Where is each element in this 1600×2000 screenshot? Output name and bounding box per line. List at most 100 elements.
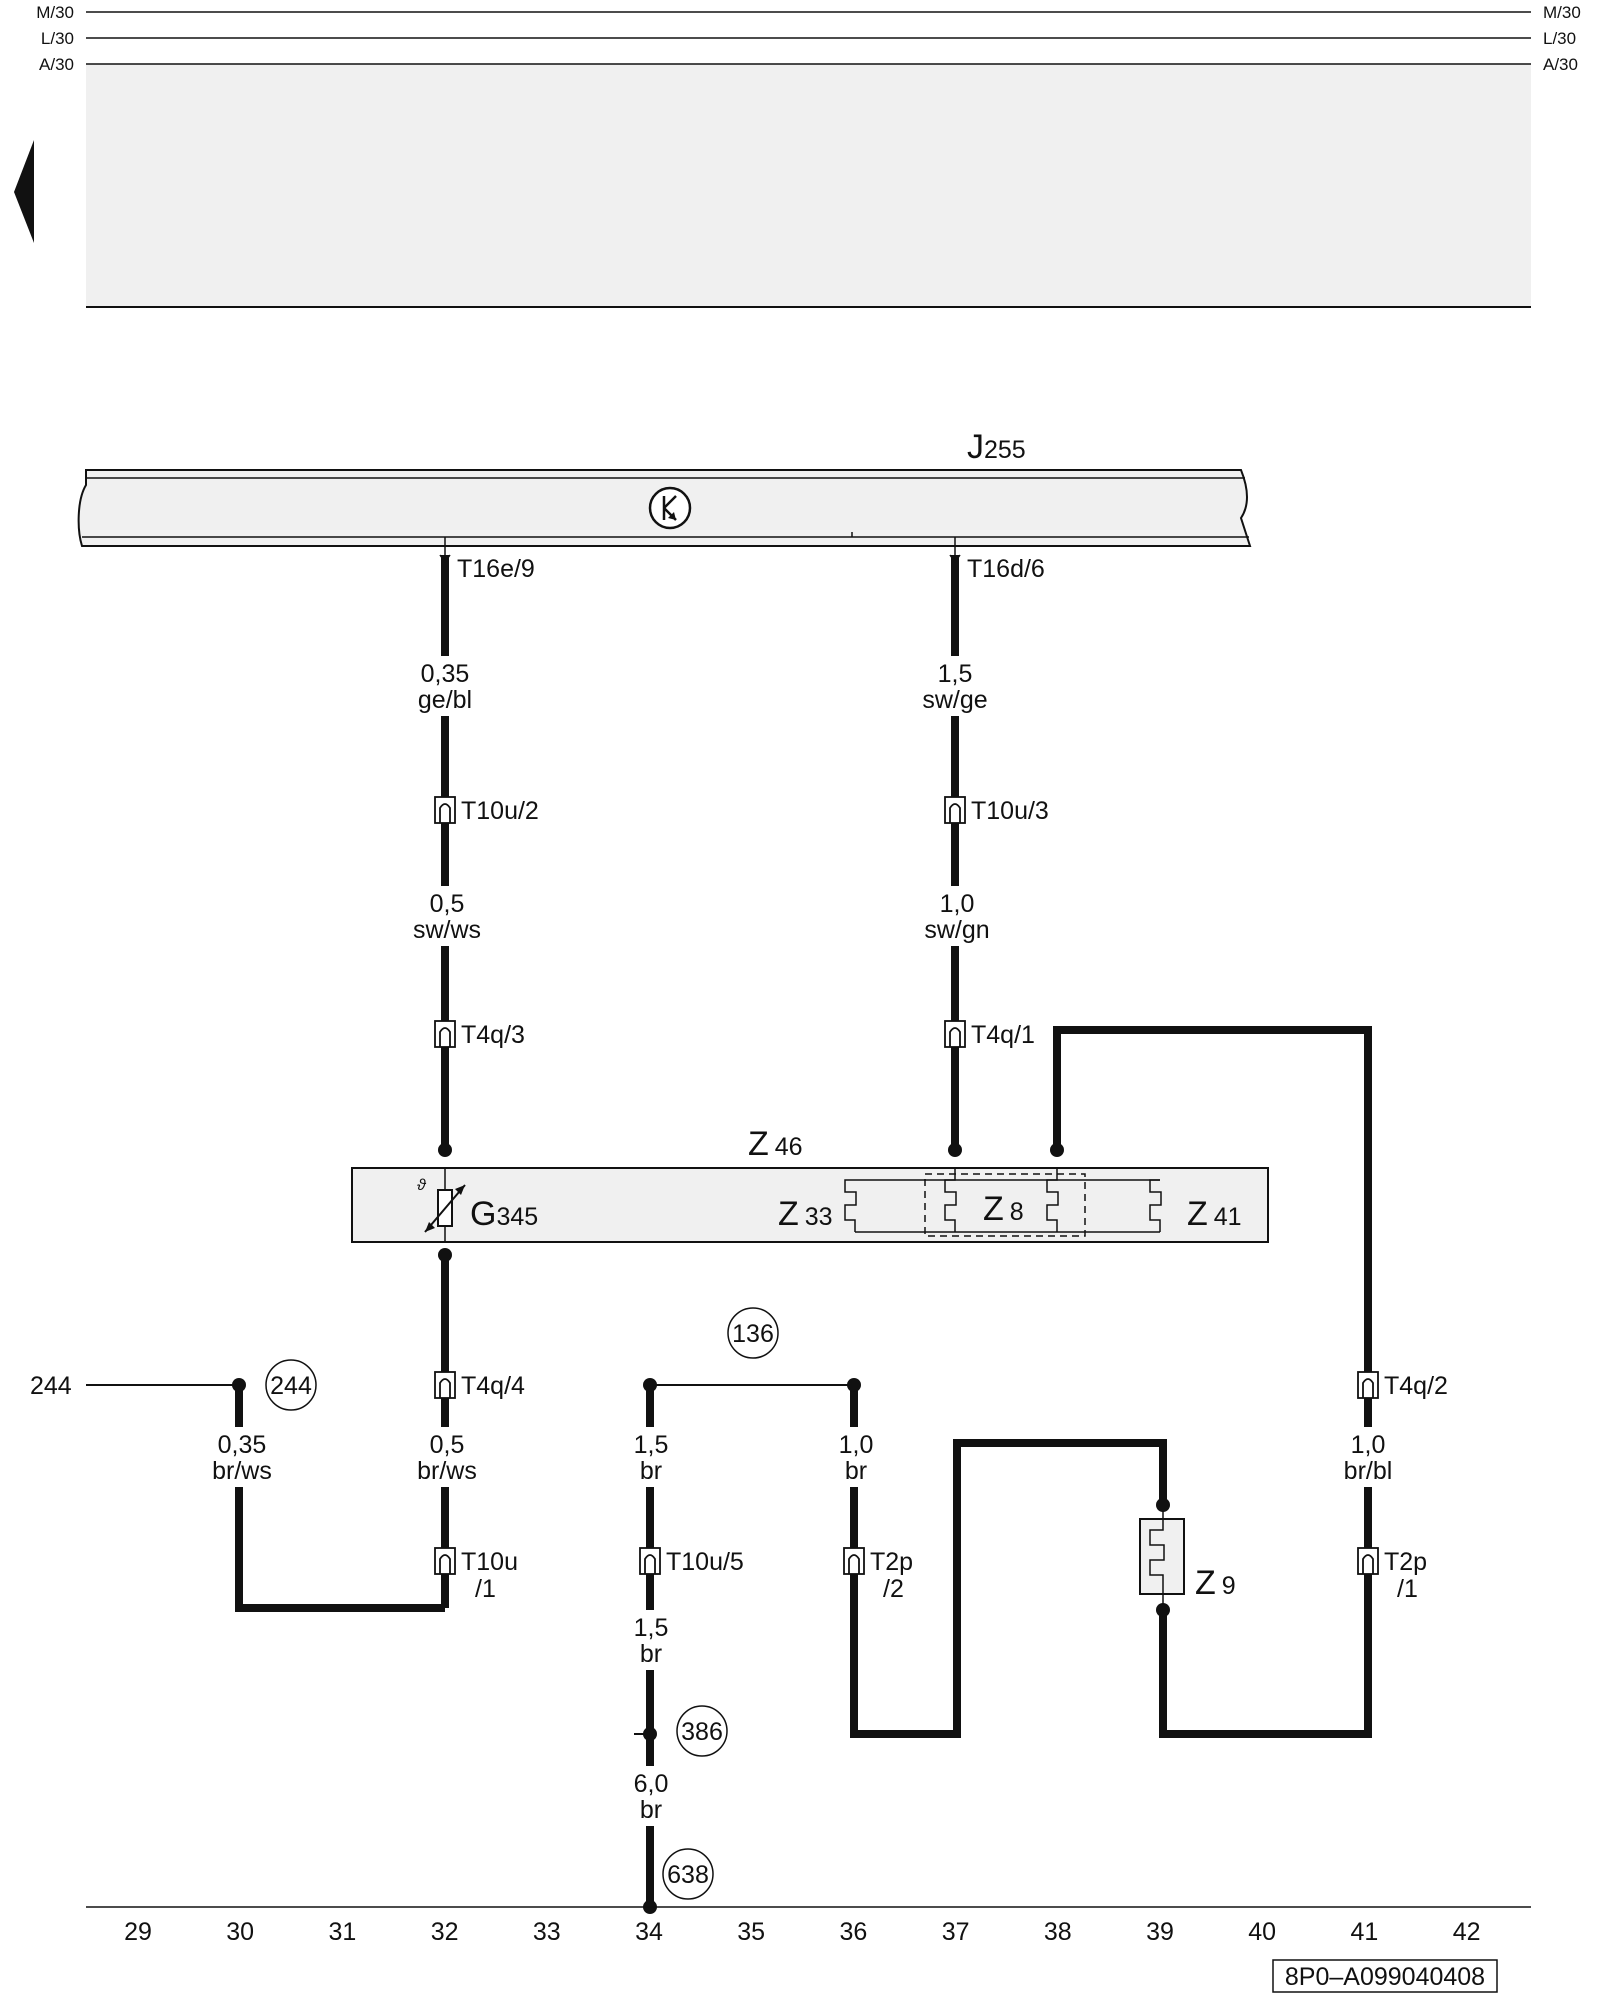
wire-label-bg bbox=[918, 886, 992, 946]
wire-color-w8: br bbox=[845, 1457, 867, 1485]
junction-dot bbox=[438, 1143, 452, 1157]
connector-icon bbox=[434, 1020, 456, 1048]
wire-color-w1: ge/bl bbox=[418, 686, 472, 714]
connector-label-t4q2: T4q/2 bbox=[1384, 1372, 1448, 1400]
connector-icon bbox=[639, 1547, 661, 1575]
connector-label-t4q1: T4q/1 bbox=[971, 1021, 1035, 1049]
z46-letter: Z bbox=[748, 1125, 769, 1163]
z33-heater-icon bbox=[844, 1179, 857, 1232]
rail-label-l30-right: L/30 bbox=[1543, 29, 1576, 48]
column-number: 32 bbox=[431, 1918, 459, 1946]
connector-label-t2p2-b: /2 bbox=[883, 1575, 904, 1603]
connector-label-t4q3: T4q/3 bbox=[461, 1021, 525, 1049]
control-unit-j255: J255 bbox=[77, 428, 1252, 547]
junction-dot bbox=[948, 1143, 962, 1157]
wire-label-bg bbox=[1338, 1427, 1400, 1487]
column-number: 29 bbox=[124, 1918, 152, 1946]
wire-color-w4: sw/gn bbox=[924, 916, 989, 944]
connector-label-t4q4: T4q/4 bbox=[461, 1372, 525, 1400]
wire-size-w2: 1,5 bbox=[938, 660, 973, 688]
wire-color-w9: br/bl bbox=[1344, 1457, 1393, 1485]
wire-label-bg bbox=[408, 656, 482, 716]
wire-label-bg bbox=[406, 1427, 484, 1487]
junction-dot bbox=[1050, 1143, 1064, 1157]
ref-number-638: 638 bbox=[667, 1861, 709, 1889]
connector-icon bbox=[944, 1020, 966, 1048]
wire-38-41 bbox=[1053, 1026, 1372, 1738]
wire-color-w11: br bbox=[640, 1796, 662, 1824]
column-number: 39 bbox=[1146, 1918, 1174, 1946]
rail-section: M/30 L/30 A/30 M/30 L/30 A/30 bbox=[14, 3, 1581, 308]
ref-marker-244: 244 bbox=[265, 1359, 317, 1411]
heater-elements bbox=[844, 1168, 1162, 1237]
wire-color-w7: br bbox=[640, 1457, 662, 1485]
z41-heater-icon bbox=[1149, 1179, 1162, 1232]
connector-icon bbox=[434, 796, 456, 824]
column-number: 42 bbox=[1453, 1918, 1481, 1946]
z8-heater-right-icon bbox=[1046, 1168, 1059, 1232]
g345-number: 345 bbox=[496, 1203, 538, 1231]
wire-30-return bbox=[235, 1385, 445, 1612]
wire-size-w5: 0,35 bbox=[218, 1431, 267, 1459]
pin-arrows bbox=[439, 537, 961, 564]
j255-number: 255 bbox=[984, 436, 1026, 464]
pin-label-t16e9: T16e/9 bbox=[457, 555, 535, 583]
ref-number-136: 136 bbox=[732, 1320, 774, 1348]
column-number: 33 bbox=[533, 1918, 561, 1946]
connector-label-t10u1-a: T10u bbox=[461, 1548, 518, 1576]
pin-arrowhead-t16d6-icon bbox=[949, 554, 961, 564]
z9-number: 9 bbox=[1222, 1572, 1236, 1600]
column-number: 30 bbox=[226, 1918, 254, 1946]
pin-label-t16d6: T16d/6 bbox=[967, 555, 1045, 583]
connector-icon bbox=[944, 796, 966, 824]
z8-dashed-box bbox=[924, 1173, 1086, 1237]
z9-heater-icon bbox=[1149, 1505, 1165, 1610]
g345-arrowhead-icon bbox=[455, 1185, 465, 1195]
junction-dot bbox=[232, 1378, 246, 1392]
g345-arrowtail-icon bbox=[425, 1222, 435, 1232]
z8-letter: Z bbox=[983, 1190, 1004, 1228]
rail-label-m30-left: M/30 bbox=[36, 3, 74, 22]
wire-color-w3: sw/ws bbox=[413, 916, 481, 944]
connector-icon bbox=[843, 1547, 865, 1575]
junction-dot bbox=[438, 1248, 452, 1262]
z33-letter: Z bbox=[778, 1195, 799, 1233]
ref-marker-638: 638 bbox=[662, 1848, 714, 1900]
wire-size-w3: 0,5 bbox=[430, 890, 465, 918]
ref-number-244: 244 bbox=[270, 1372, 312, 1400]
connector-icon bbox=[1357, 1371, 1379, 1399]
wire-size-w8: 1,0 bbox=[839, 1431, 874, 1459]
column-number: 40 bbox=[1248, 1918, 1276, 1946]
wire-size-w9: 1,0 bbox=[1351, 1431, 1386, 1459]
connector-label-t10u2: T10u/2 bbox=[461, 797, 539, 825]
rail-panel bbox=[86, 64, 1531, 307]
drawing-id: 8P0–A099040408 bbox=[1285, 1963, 1485, 1991]
g345-label: G345 bbox=[470, 1195, 538, 1233]
rail-label-m30-right: M/30 bbox=[1543, 3, 1581, 22]
g345-letter: G bbox=[470, 1195, 496, 1233]
z41-letter: Z bbox=[1187, 1195, 1208, 1233]
junction-dot bbox=[643, 1727, 657, 1741]
z8-heater-left-icon bbox=[944, 1168, 957, 1232]
z33-number: 33 bbox=[805, 1203, 833, 1231]
wire-size-w1: 0,35 bbox=[421, 660, 470, 688]
connector-icon bbox=[434, 1547, 456, 1575]
junction-dot bbox=[643, 1378, 657, 1392]
column-number: 38 bbox=[1044, 1918, 1072, 1946]
junction-dot bbox=[847, 1378, 861, 1392]
wire-label-bg bbox=[625, 1427, 677, 1487]
wire-color-w5: br/ws bbox=[212, 1457, 272, 1485]
thermal-symbol-icon: ϑ bbox=[417, 1177, 427, 1194]
wire-size-w10: 1,5 bbox=[634, 1614, 669, 1642]
wire-color-w2: sw/ge bbox=[922, 686, 987, 714]
z8-number: 8 bbox=[1010, 1198, 1024, 1226]
connector-icon bbox=[1357, 1547, 1379, 1575]
